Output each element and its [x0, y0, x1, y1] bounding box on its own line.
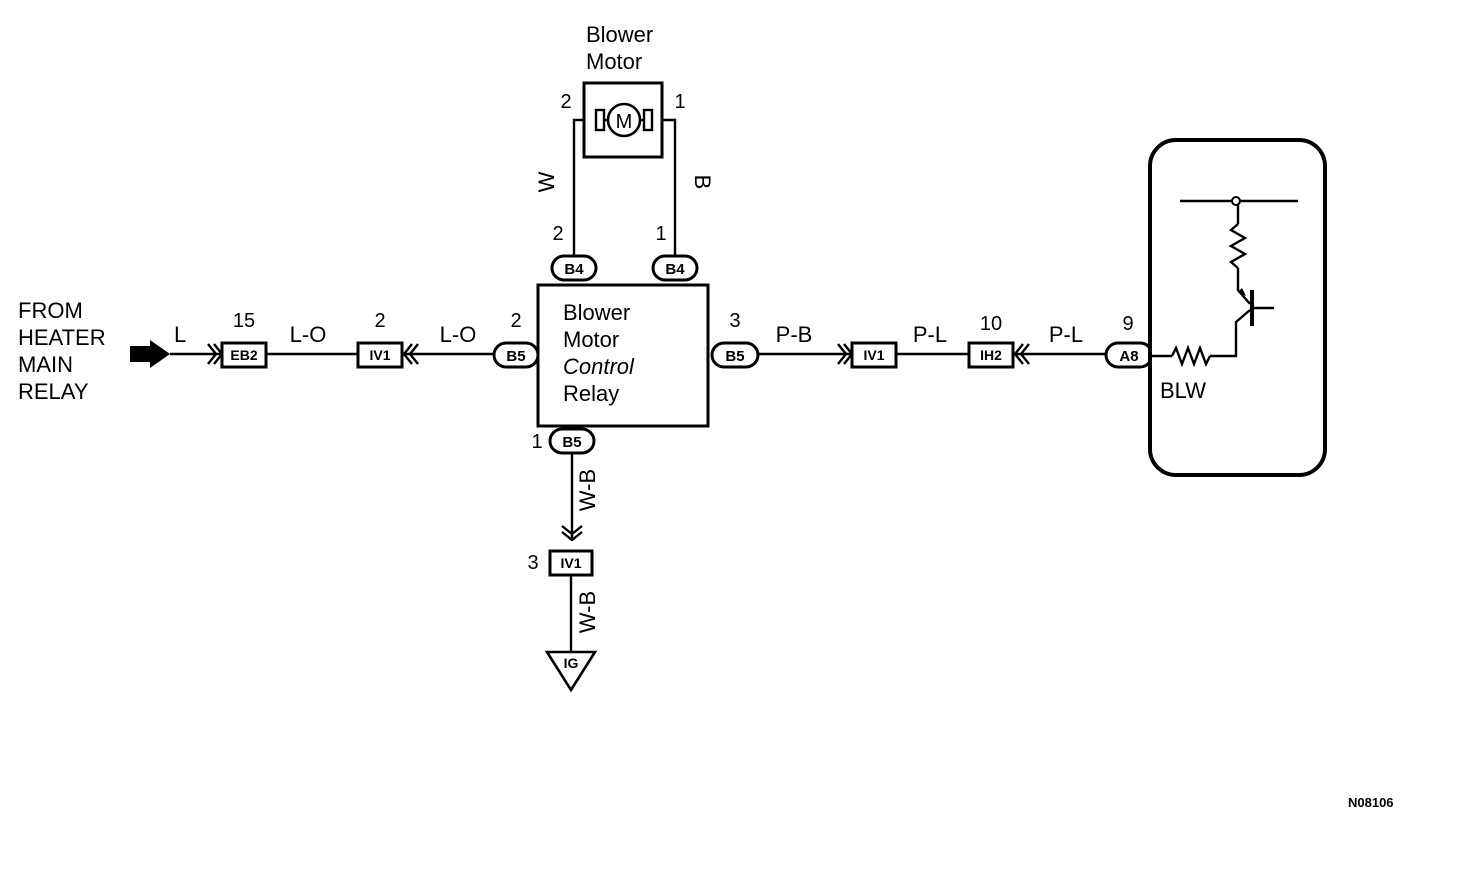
source-arrow-icon: [130, 340, 170, 368]
connector-iv1-bottom: IV1 3: [527, 549, 594, 577]
wire-eb2-iv1-label: L-O: [290, 322, 327, 347]
motor-icon: M: [594, 102, 654, 138]
wire-w-b-lower-label: W-B: [575, 591, 600, 633]
connector-iv1-right: IV1: [850, 341, 898, 369]
connector-b5-left-pin: 2: [510, 310, 521, 332]
figure-code: N08106: [1348, 795, 1394, 810]
source-line-2: HEATER: [18, 325, 106, 350]
connector-chevron-icon: [207, 343, 218, 365]
blower-motor: Blower Motor 2 1 M: [560, 22, 686, 159]
motor-symbol: M: [616, 111, 633, 133]
wire-b-label: B: [690, 175, 715, 190]
wire-p-l-2-label: P-L: [1049, 322, 1083, 347]
connector-b4-left-pin: 2: [552, 223, 563, 245]
connector-ih2-tag: IH2: [980, 347, 1002, 363]
connector-chevron-icon: [561, 525, 583, 536]
wire-p-l-1-label: P-L: [913, 322, 947, 347]
connector-b5-left-tag: B5: [506, 348, 525, 365]
connector-b5-right: B5 3: [710, 310, 760, 369]
connector-a8-tag: A8: [1119, 348, 1138, 365]
connector-iv1-left: IV1 2: [356, 310, 404, 369]
ground-tag: IG: [564, 655, 579, 671]
connector-a8: A8 9: [1104, 313, 1154, 369]
source-line-1: FROM: [18, 298, 83, 323]
connector-iv1-right-tag: IV1: [863, 347, 884, 363]
connector-b5-right-pin: 3: [729, 310, 740, 332]
wire-l-label: L: [174, 322, 186, 347]
blower-motor-pin-right: 1: [674, 91, 685, 113]
wire-w-label: W: [534, 171, 559, 192]
ecu-terminal-label: BLW: [1160, 378, 1206, 403]
connector-eb2-tag: EB2: [230, 347, 257, 363]
connector-b5-left: B5 2: [492, 310, 540, 369]
ground-ig: IG: [544, 650, 598, 693]
wire-p-b-label: P-B: [776, 322, 813, 347]
relay-line-2: Motor: [563, 327, 619, 352]
connector-ih2-pin: 10: [980, 313, 1002, 335]
source-line-3: MAIN: [18, 352, 73, 377]
ground-icon: [544, 650, 598, 693]
blower-motor-pin-left: 2: [560, 91, 571, 113]
connector-b5-right-tag: B5: [725, 348, 744, 365]
connector-iv1-left-tag: IV1: [369, 347, 390, 363]
connector-eb2: EB2 15: [220, 310, 268, 369]
connector-b4-right-tag: B4: [665, 261, 685, 278]
connector-b5-bottom-pin: 1: [531, 431, 542, 453]
connector-b4-left-tag: B4: [564, 261, 584, 278]
connector-iv1-bottom-pin: 3: [527, 552, 538, 574]
wire-w-b-upper-label: W-B: [575, 469, 600, 511]
connector-b5-bottom: B5 1: [531, 427, 596, 455]
connector-chevron-icon: [561, 531, 583, 542]
connector-b4-left: B4 2: [550, 223, 598, 282]
blower-motor-control-relay: Blower Motor Control Relay: [536, 283, 710, 428]
connector-eb2-pin: 15: [233, 310, 255, 332]
resistor-icon: [1228, 223, 1248, 269]
node-icon: [1231, 196, 1241, 206]
connector-b5-bottom-tag: B5: [562, 434, 581, 451]
connector-ih2: IH2 10: [967, 313, 1015, 369]
resistor-icon: [1170, 344, 1212, 368]
relay-line-4: Relay: [563, 381, 619, 406]
connector-iv1-bottom-tag: IV1: [560, 555, 581, 571]
connector-iv1-left-pin: 2: [374, 310, 385, 332]
wire-iv1-relay-label: L-O: [440, 322, 477, 347]
transistor-arrow-icon: [1238, 288, 1246, 296]
relay-line-1: Blower: [563, 300, 630, 325]
ecu-module: BLW: [1148, 138, 1327, 477]
blower-motor-title-2: Motor: [586, 49, 642, 74]
blower-motor-title-1: Blower: [586, 22, 653, 47]
relay-line-3: Control: [563, 354, 635, 379]
connector-b4-right-pin: 1: [655, 223, 666, 245]
source-label: FROM HEATER MAIN RELAY: [18, 298, 106, 404]
connector-chevron-icon: [837, 343, 848, 365]
connector-a8-pin: 9: [1122, 313, 1133, 335]
source-line-4: RELAY: [18, 379, 89, 404]
